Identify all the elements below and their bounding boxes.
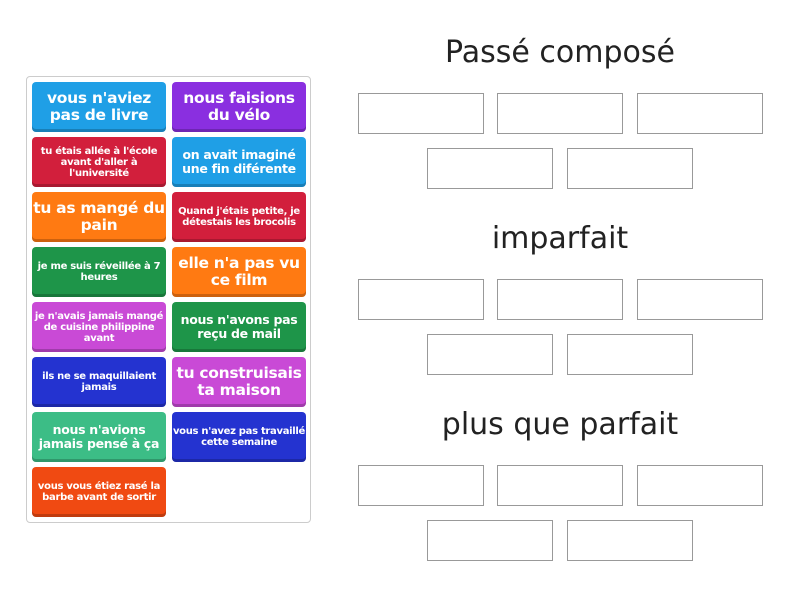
drop-slot[interactable] bbox=[567, 148, 693, 189]
draggable-tile[interactable]: tu construisais ta maison bbox=[172, 357, 306, 407]
draggable-tile[interactable]: nous n'avions jamais pensé à ça bbox=[32, 412, 166, 462]
draggable-tile[interactable]: je me suis réveillée à 7 heures bbox=[32, 247, 166, 297]
draggable-tile[interactable]: vous n'aviez pas de livre bbox=[32, 82, 166, 132]
drop-slot[interactable] bbox=[427, 148, 553, 189]
drop-slot[interactable] bbox=[637, 279, 763, 320]
drop-slot[interactable] bbox=[567, 334, 693, 375]
drop-slot[interactable] bbox=[637, 465, 763, 506]
draggable-tile[interactable]: nous n'avons pas reçu de mail bbox=[172, 302, 306, 352]
draggable-tile[interactable]: vous n'avez pas travaillé cette semaine bbox=[172, 412, 306, 462]
draggable-tile[interactable]: tu étais allée à l'école avant d'aller à… bbox=[32, 137, 166, 187]
draggable-tile[interactable]: on avait imaginé une fin diférente bbox=[172, 137, 306, 187]
draggable-tile[interactable]: nous faisions du vélo bbox=[172, 82, 306, 132]
drop-slot[interactable] bbox=[427, 520, 553, 561]
draggable-tile[interactable]: elle n'a pas vu ce film bbox=[172, 247, 306, 297]
drop-slot[interactable] bbox=[497, 465, 623, 506]
drop-slot[interactable] bbox=[358, 465, 484, 506]
category-title: imparfait bbox=[491, 221, 629, 256]
draggable-tile[interactable]: ils ne se maquillaient jamais bbox=[32, 357, 166, 407]
draggable-tile[interactable]: je n'avais jamais mangé de cuisine phili… bbox=[32, 302, 166, 352]
category-title: plus que parfait bbox=[441, 407, 679, 442]
drop-slot[interactable] bbox=[637, 93, 763, 134]
drop-slot[interactable] bbox=[497, 279, 623, 320]
draggable-tile[interactable]: Quand j'étais petite, je détestais les b… bbox=[172, 192, 306, 242]
drop-slot[interactable] bbox=[358, 279, 484, 320]
draggable-tile[interactable]: vous vous étiez rasé la barbe avant de s… bbox=[32, 467, 166, 517]
category-title: Passé composé bbox=[445, 35, 675, 70]
drop-slot[interactable] bbox=[427, 334, 553, 375]
draggable-tile[interactable]: tu as mangé du pain bbox=[32, 192, 166, 242]
drop-slot[interactable] bbox=[358, 93, 484, 134]
drop-slot[interactable] bbox=[497, 93, 623, 134]
drop-slot[interactable] bbox=[567, 520, 693, 561]
